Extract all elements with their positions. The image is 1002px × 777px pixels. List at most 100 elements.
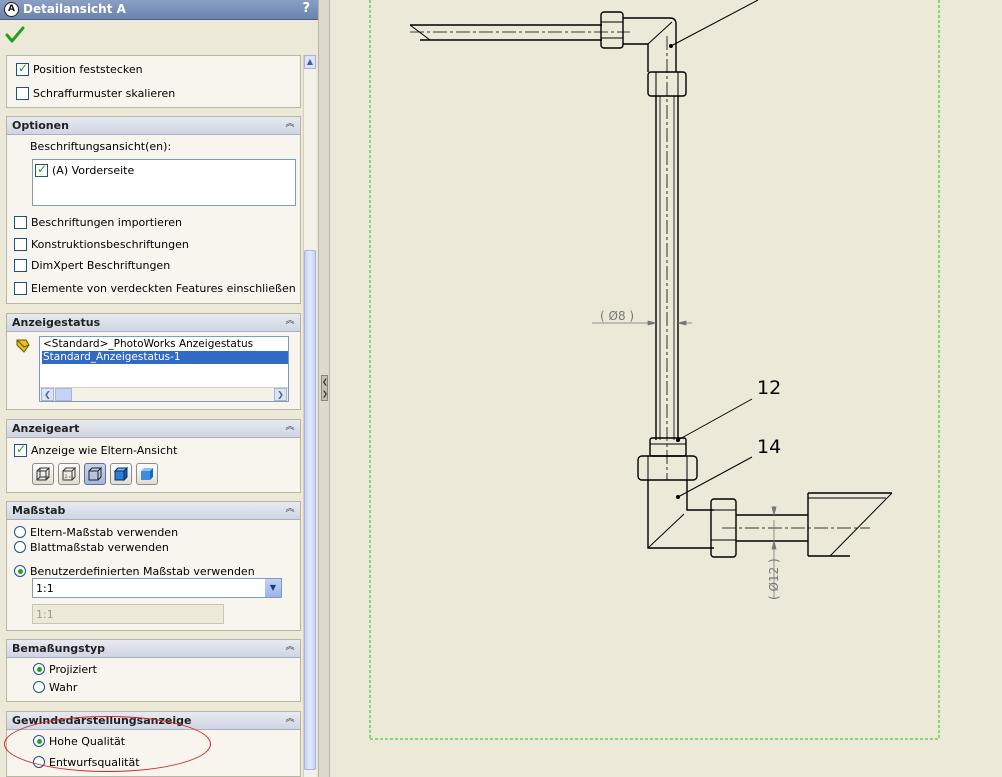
- blattmassstab-label: Blattmaßstab verwenden: [30, 540, 169, 554]
- hidden-lines-removed-icon: [88, 467, 103, 481]
- benutzerdefiniert-label: Benutzerdefinierten Maßstab verwenden: [30, 564, 255, 578]
- wahr-label: Wahr: [49, 680, 78, 694]
- entwurfsqualitaet-radio[interactable]: [33, 756, 45, 768]
- property-manager: A Detailansicht A ? Position feststecken…: [0, 0, 318, 777]
- vorderseite-checkbox[interactable]: [35, 162, 48, 177]
- chevron-down-icon[interactable]: ▼: [265, 579, 281, 597]
- eltern-massstab-radio[interactable]: [14, 526, 26, 538]
- radio-row-wahr[interactable]: Wahr: [33, 679, 77, 695]
- vertical-scrollbar[interactable]: ▲: [303, 55, 316, 777]
- massstab-header[interactable]: Maßstab ︽: [7, 502, 300, 520]
- bemassungstyp-header[interactable]: Bemaßungstyp ︽: [7, 640, 300, 658]
- checkbox-row-dimxpert[interactable]: DimXpert Beschriftungen: [14, 257, 170, 273]
- scale-text-value: 1:1: [36, 608, 54, 621]
- beschriftungsansicht-label: Beschriftungsansicht(en):: [30, 139, 172, 153]
- collapse-icon[interactable]: ︽: [285, 422, 295, 432]
- dimension-d8: [592, 320, 692, 326]
- massstab-title: Maßstab: [12, 504, 66, 517]
- list-item[interactable]: <Standard>_PhotoWorks Anzeigestatus: [43, 338, 254, 350]
- radio-row-benutzerdefiniert[interactable]: Benutzerdefinierten Maßstab verwenden: [14, 563, 255, 579]
- help-button[interactable]: ?: [302, 1, 310, 16]
- collapse-icon[interactable]: ︽: [285, 316, 295, 326]
- konstruktionsbeschriftungen-label: Konstruktionsbeschriftungen: [31, 237, 189, 251]
- position-feststecken-label: Position feststecken: [33, 62, 143, 76]
- eltern-ansicht-checkbox[interactable]: [14, 442, 27, 457]
- dimension-label-d12[interactable]: ( Ø12 ): [767, 558, 781, 600]
- sheet-border: [369, 0, 940, 740]
- dimxpert-checkbox[interactable]: [14, 258, 27, 272]
- verdeckte-features-checkbox[interactable]: [14, 281, 27, 295]
- horizontal-scrollbar[interactable]: ❮ ❯: [40, 387, 288, 401]
- radio-row-entwurfsqualitaet[interactable]: Entwurfsqualität: [33, 754, 140, 770]
- wahr-radio[interactable]: [33, 681, 45, 693]
- scale-combo[interactable]: 1:1 ▼: [32, 578, 282, 598]
- anzeigestatus-list[interactable]: <Standard>_PhotoWorks Anzeigestatus Stan…: [39, 336, 289, 402]
- schraffurmuster-checkbox[interactable]: [16, 86, 29, 100]
- collapse-icon[interactable]: ︽: [285, 119, 295, 129]
- group-bemassungstyp: Bemaßungstyp ︽ Projiziert Wahr: [6, 639, 301, 702]
- scroll-up-icon[interactable]: ▲: [304, 55, 316, 69]
- group-position: Position feststecken Schraffurmuster ska…: [6, 55, 301, 108]
- centerlines: [410, 31, 870, 529]
- position-feststecken-checkbox[interactable]: [16, 61, 29, 76]
- anzeigeart-header[interactable]: Anzeigeart ︽: [7, 420, 300, 438]
- checkbox-row-position[interactable]: Position feststecken: [16, 61, 143, 77]
- wireframe-button[interactable]: [32, 463, 54, 485]
- shaded-icon: [141, 468, 153, 480]
- collapse-icon[interactable]: ︽: [285, 642, 295, 652]
- panel-splitter[interactable]: ❮❯: [318, 0, 330, 777]
- dimension-d12: [771, 506, 777, 598]
- display-state-icon: [16, 339, 30, 353]
- shaded-button[interactable]: [136, 463, 158, 485]
- beschriftungsansicht-list[interactable]: (A) Vorderseite: [32, 159, 296, 206]
- projiziert-label: Projiziert: [49, 662, 97, 676]
- leader-lines: [669, 0, 759, 499]
- balloon-12[interactable]: 12: [757, 377, 781, 399]
- scroll-thumb[interactable]: [55, 388, 72, 401]
- scroll-right-icon[interactable]: ❯: [274, 388, 287, 401]
- shaded-with-edges-button[interactable]: [110, 463, 132, 485]
- hohe-qualitaet-radio[interactable]: [33, 735, 45, 747]
- scale-combo-value: 1:1: [36, 582, 54, 595]
- list-item[interactable]: (A) Vorderseite: [35, 162, 134, 178]
- checkbox-row-import[interactable]: Beschriftungen importieren: [14, 214, 182, 230]
- optionen-header[interactable]: Optionen ︽: [7, 117, 300, 135]
- beschriftungen-importieren-checkbox[interactable]: [14, 215, 27, 229]
- checkbox-row-verdeckt[interactable]: Elemente von verdeckten Features einschl…: [14, 280, 296, 296]
- anzeigestatus-header[interactable]: Anzeigestatus ︽: [7, 314, 300, 332]
- benutzerdefiniert-radio[interactable]: [14, 565, 26, 577]
- group-anzeigestatus: Anzeigestatus ︽ <Standard>_PhotoWorks An…: [6, 313, 301, 410]
- radio-row-eltern-massstab[interactable]: Eltern-Maßstab verwenden: [14, 524, 178, 540]
- radio-row-blattmassstab[interactable]: Blattmaßstab verwenden: [14, 539, 169, 555]
- optionen-title: Optionen: [12, 119, 69, 132]
- collapse-icon[interactable]: ︽: [285, 504, 295, 514]
- group-gewinde: Gewindedarstellungsanzeige ︽ Hohe Qualit…: [6, 711, 301, 777]
- dimension-label-d8[interactable]: ( Ø8 ): [600, 309, 634, 323]
- checkbox-row-eltern-ansicht[interactable]: Anzeige wie Eltern-Ansicht: [14, 442, 177, 458]
- entwurfsqualitaet-label: Entwurfsqualität: [49, 755, 140, 769]
- hidden-lines-removed-button[interactable]: [84, 463, 106, 485]
- hidden-lines-visible-button[interactable]: [58, 463, 80, 485]
- bemassungstyp-title: Bemaßungstyp: [12, 642, 106, 655]
- projiziert-radio[interactable]: [33, 663, 45, 675]
- radio-row-projiziert[interactable]: Projiziert: [33, 661, 97, 677]
- drawing-canvas[interactable]: ( Ø8 ) ( Ø12 ) 12 14: [330, 0, 1002, 777]
- hidden-lines-visible-icon: [62, 467, 77, 481]
- window-title: Detailansicht A: [23, 2, 126, 16]
- scroll-left-icon[interactable]: ❮: [41, 388, 54, 401]
- wireframe-icon: [36, 467, 51, 481]
- konstruktionsbeschriftungen-checkbox[interactable]: [14, 237, 27, 251]
- radio-row-hohe-qualitaet[interactable]: Hohe Qualität: [33, 733, 125, 749]
- balloon-14[interactable]: 14: [757, 436, 781, 458]
- ok-checkmark-icon[interactable]: [5, 26, 25, 44]
- collapse-icon[interactable]: ︽: [285, 714, 295, 724]
- collapse-panel-handle[interactable]: ❮❯: [321, 375, 328, 401]
- list-item[interactable]: Standard_Anzeigestatus-1: [42, 351, 288, 364]
- scroll-thumb[interactable]: [304, 250, 316, 770]
- checkbox-row-schraffur[interactable]: Schraffurmuster skalieren: [16, 85, 175, 101]
- gewinde-header[interactable]: Gewindedarstellungsanzeige ︽: [7, 712, 300, 730]
- blattmassstab-radio[interactable]: [14, 541, 26, 553]
- checkbox-row-konstruktion[interactable]: Konstruktionsbeschriftungen: [14, 236, 189, 252]
- group-massstab: Maßstab ︽ Eltern-Maßstab verwenden Blatt…: [6, 501, 301, 631]
- eltern-massstab-label: Eltern-Maßstab verwenden: [30, 525, 179, 539]
